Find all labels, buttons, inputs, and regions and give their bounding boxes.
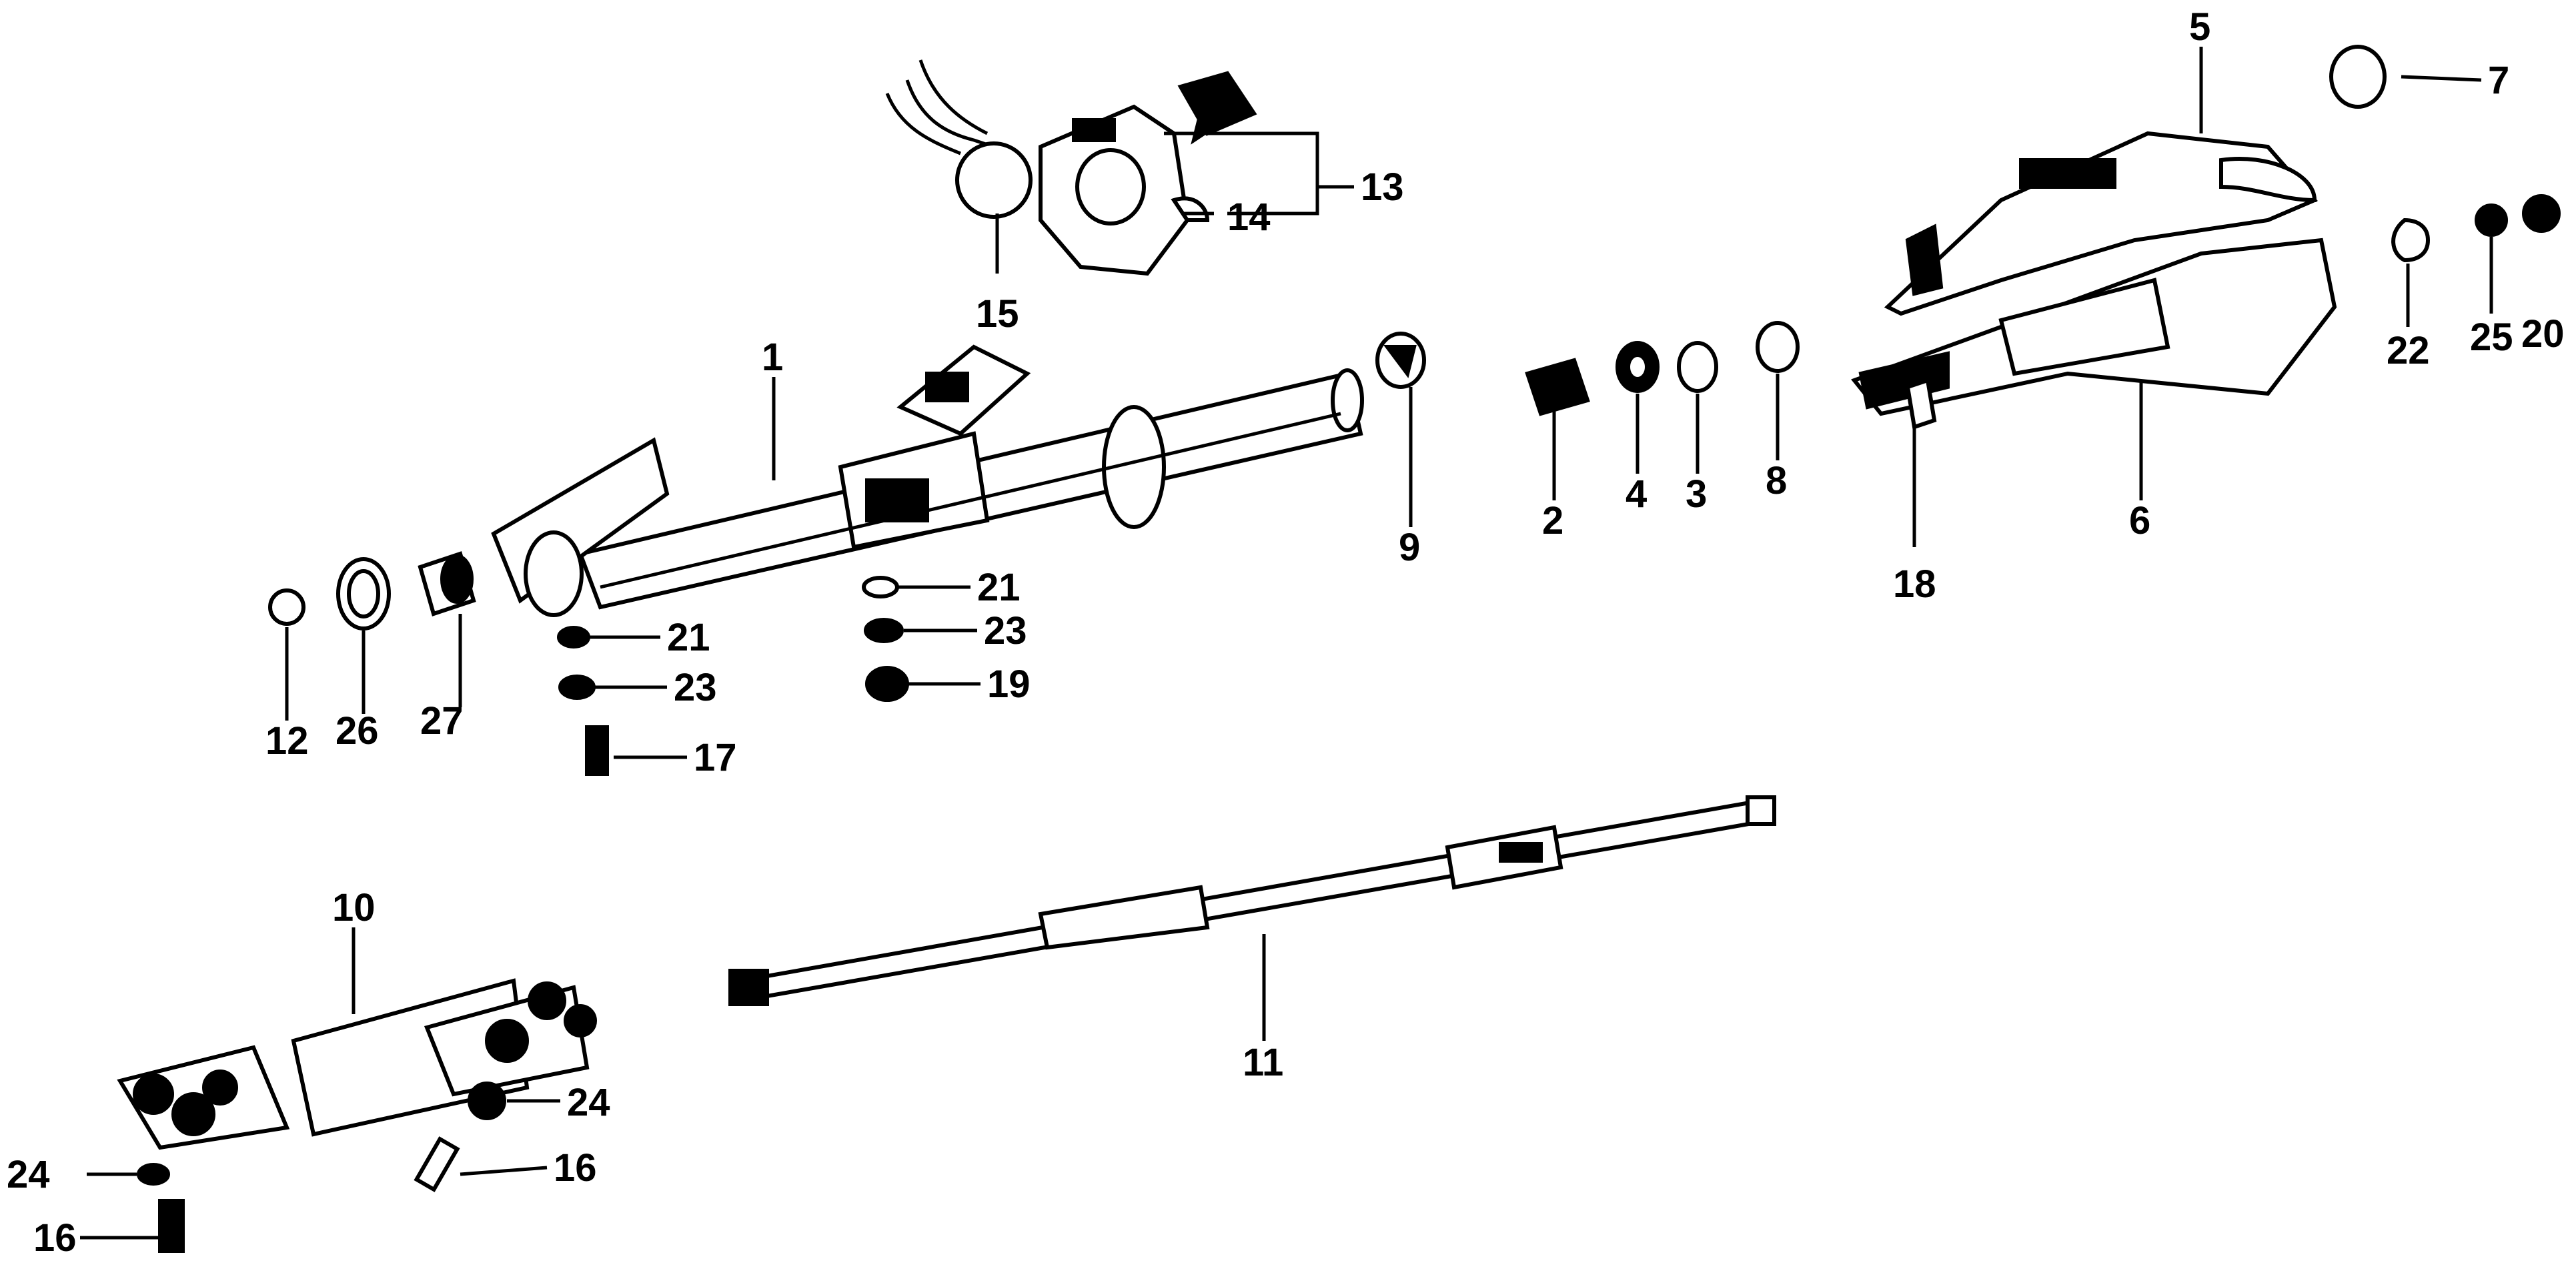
part-8-ring: [1756, 321, 1800, 373]
part-21-nut-a: [557, 626, 590, 649]
label-16b: 16: [33, 1216, 77, 1260]
label-14: 14: [1227, 195, 1271, 239]
label-1: 1: [762, 336, 783, 379]
label-8: 8: [1766, 459, 1787, 502]
part-3-ring: [1677, 341, 1718, 393]
label-21b: 21: [977, 566, 1021, 609]
label-2: 2: [1542, 499, 1563, 542]
part-24-nut-a: [468, 1082, 506, 1120]
part-20-nut: [2522, 194, 2561, 233]
part-25-washer: [2475, 203, 2508, 237]
label-7: 7: [2488, 59, 2509, 102]
label-22: 22: [2387, 329, 2430, 372]
label-23a: 23: [674, 666, 717, 709]
label-6: 6: [2129, 499, 2150, 542]
part-17-bolt: [585, 725, 609, 776]
label-13: 13: [1361, 165, 1404, 209]
label-21a: 21: [667, 616, 710, 659]
small-parts: [137, 45, 2561, 1253]
part-23-washer-a: [558, 675, 596, 700]
label-19: 19: [987, 663, 1031, 706]
label-20: 20: [2521, 312, 2565, 356]
u-joint-assembly: [117, 978, 597, 1150]
label-18: 18: [1893, 562, 1936, 606]
steering-main-shaft: [728, 795, 1776, 1006]
label-24a: 24: [567, 1081, 610, 1124]
label-11: 11: [1243, 1041, 1283, 1084]
steering-column-tube: [491, 344, 1364, 617]
label-9: 9: [1399, 526, 1420, 569]
label-15: 15: [976, 292, 1019, 336]
part-18-screw: [1905, 378, 1937, 430]
label-26: 26: [336, 709, 379, 753]
part-24-nut-b: [137, 1163, 170, 1186]
part-16-bolt-b: [158, 1199, 185, 1253]
part-labels: 1 2 3 4 5 6 7 8 9 10 11 12 13 14 15 16 1…: [7, 5, 2565, 1260]
label-5: 5: [2189, 5, 2210, 49]
column-cover-upper: [1884, 131, 2318, 316]
part-12-ring: [268, 588, 305, 626]
part-2-bushing: [1525, 358, 1590, 416]
column-cover-lower: [1851, 238, 2337, 416]
label-16a: 16: [554, 1146, 597, 1190]
part-7-plug: [2329, 45, 2387, 109]
part-16-bolt-a: [414, 1136, 460, 1192]
part-19-nut: [865, 666, 909, 702]
leader-lines: [80, 47, 2493, 1240]
label-24b: 24: [7, 1153, 50, 1196]
part-22-washer: [2391, 218, 2431, 263]
label-25: 25: [2470, 316, 2513, 359]
label-12: 12: [265, 719, 309, 763]
label-3: 3: [1686, 472, 1707, 516]
label-23b: 23: [984, 609, 1027, 653]
ignition-switch-assembly: [885, 59, 1257, 276]
label-17: 17: [694, 736, 737, 779]
label-27: 27: [420, 699, 464, 743]
label-4: 4: [1626, 472, 1647, 516]
label-10: 10: [332, 886, 376, 929]
part-23-washer-b: [864, 618, 904, 643]
part-21-nut-b: [862, 576, 899, 598]
